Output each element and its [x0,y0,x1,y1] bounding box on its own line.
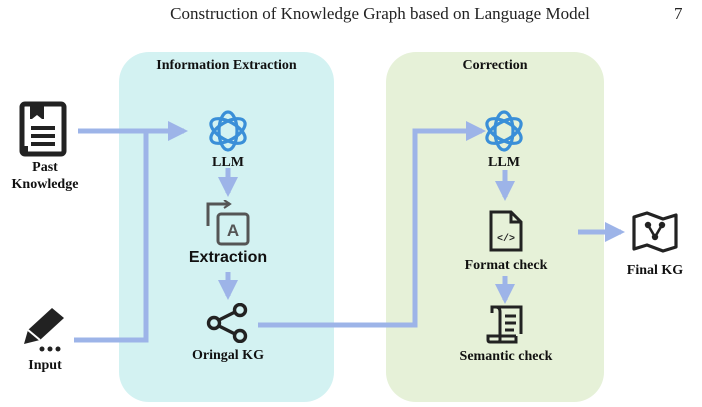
extraction-label: Extraction [188,249,268,266]
input-label: Input [28,358,62,373]
arrow-kg-to-correction-llm [258,121,486,328]
final-kg-label: Final KG [626,263,684,278]
past-knowledge-label-line1: Past [32,160,58,175]
openai-llm-icon [485,110,523,152]
running-header-title: Construction of Knowledge Graph based on… [170,4,590,23]
past-knowledge-label: Past Knowledge [5,159,85,193]
page-number: 7 [674,4,683,23]
code-file-icon: </> [489,210,523,252]
ie-llm-label: LLM [212,155,244,170]
extraction-icon: A [206,200,250,246]
book-icon [19,101,67,157]
information-extraction-title: Information Extraction [156,58,297,73]
format-check-label: Format check [464,258,548,273]
past-knowledge-label-line2: Knowledge [11,177,79,192]
final-kg-map-icon [632,211,678,253]
knowledge-graph-icon [206,303,248,343]
format-icon-code-text: </> [497,233,515,245]
scroll-icon [486,305,523,344]
pen-icon [24,308,64,352]
arrow-input-to-llm [74,131,149,343]
original-kg-label: Oringal KG [192,348,264,363]
correction-llm-label: LLM [488,155,520,170]
extraction-icon-letter: A [227,221,239,240]
openai-llm-icon [209,110,247,152]
information-extraction-panel: Information Extraction [119,52,334,402]
correction-panel: Correction [386,52,604,402]
correction-title: Correction [462,58,528,73]
semantic-check-label: Semantic check [459,349,553,364]
